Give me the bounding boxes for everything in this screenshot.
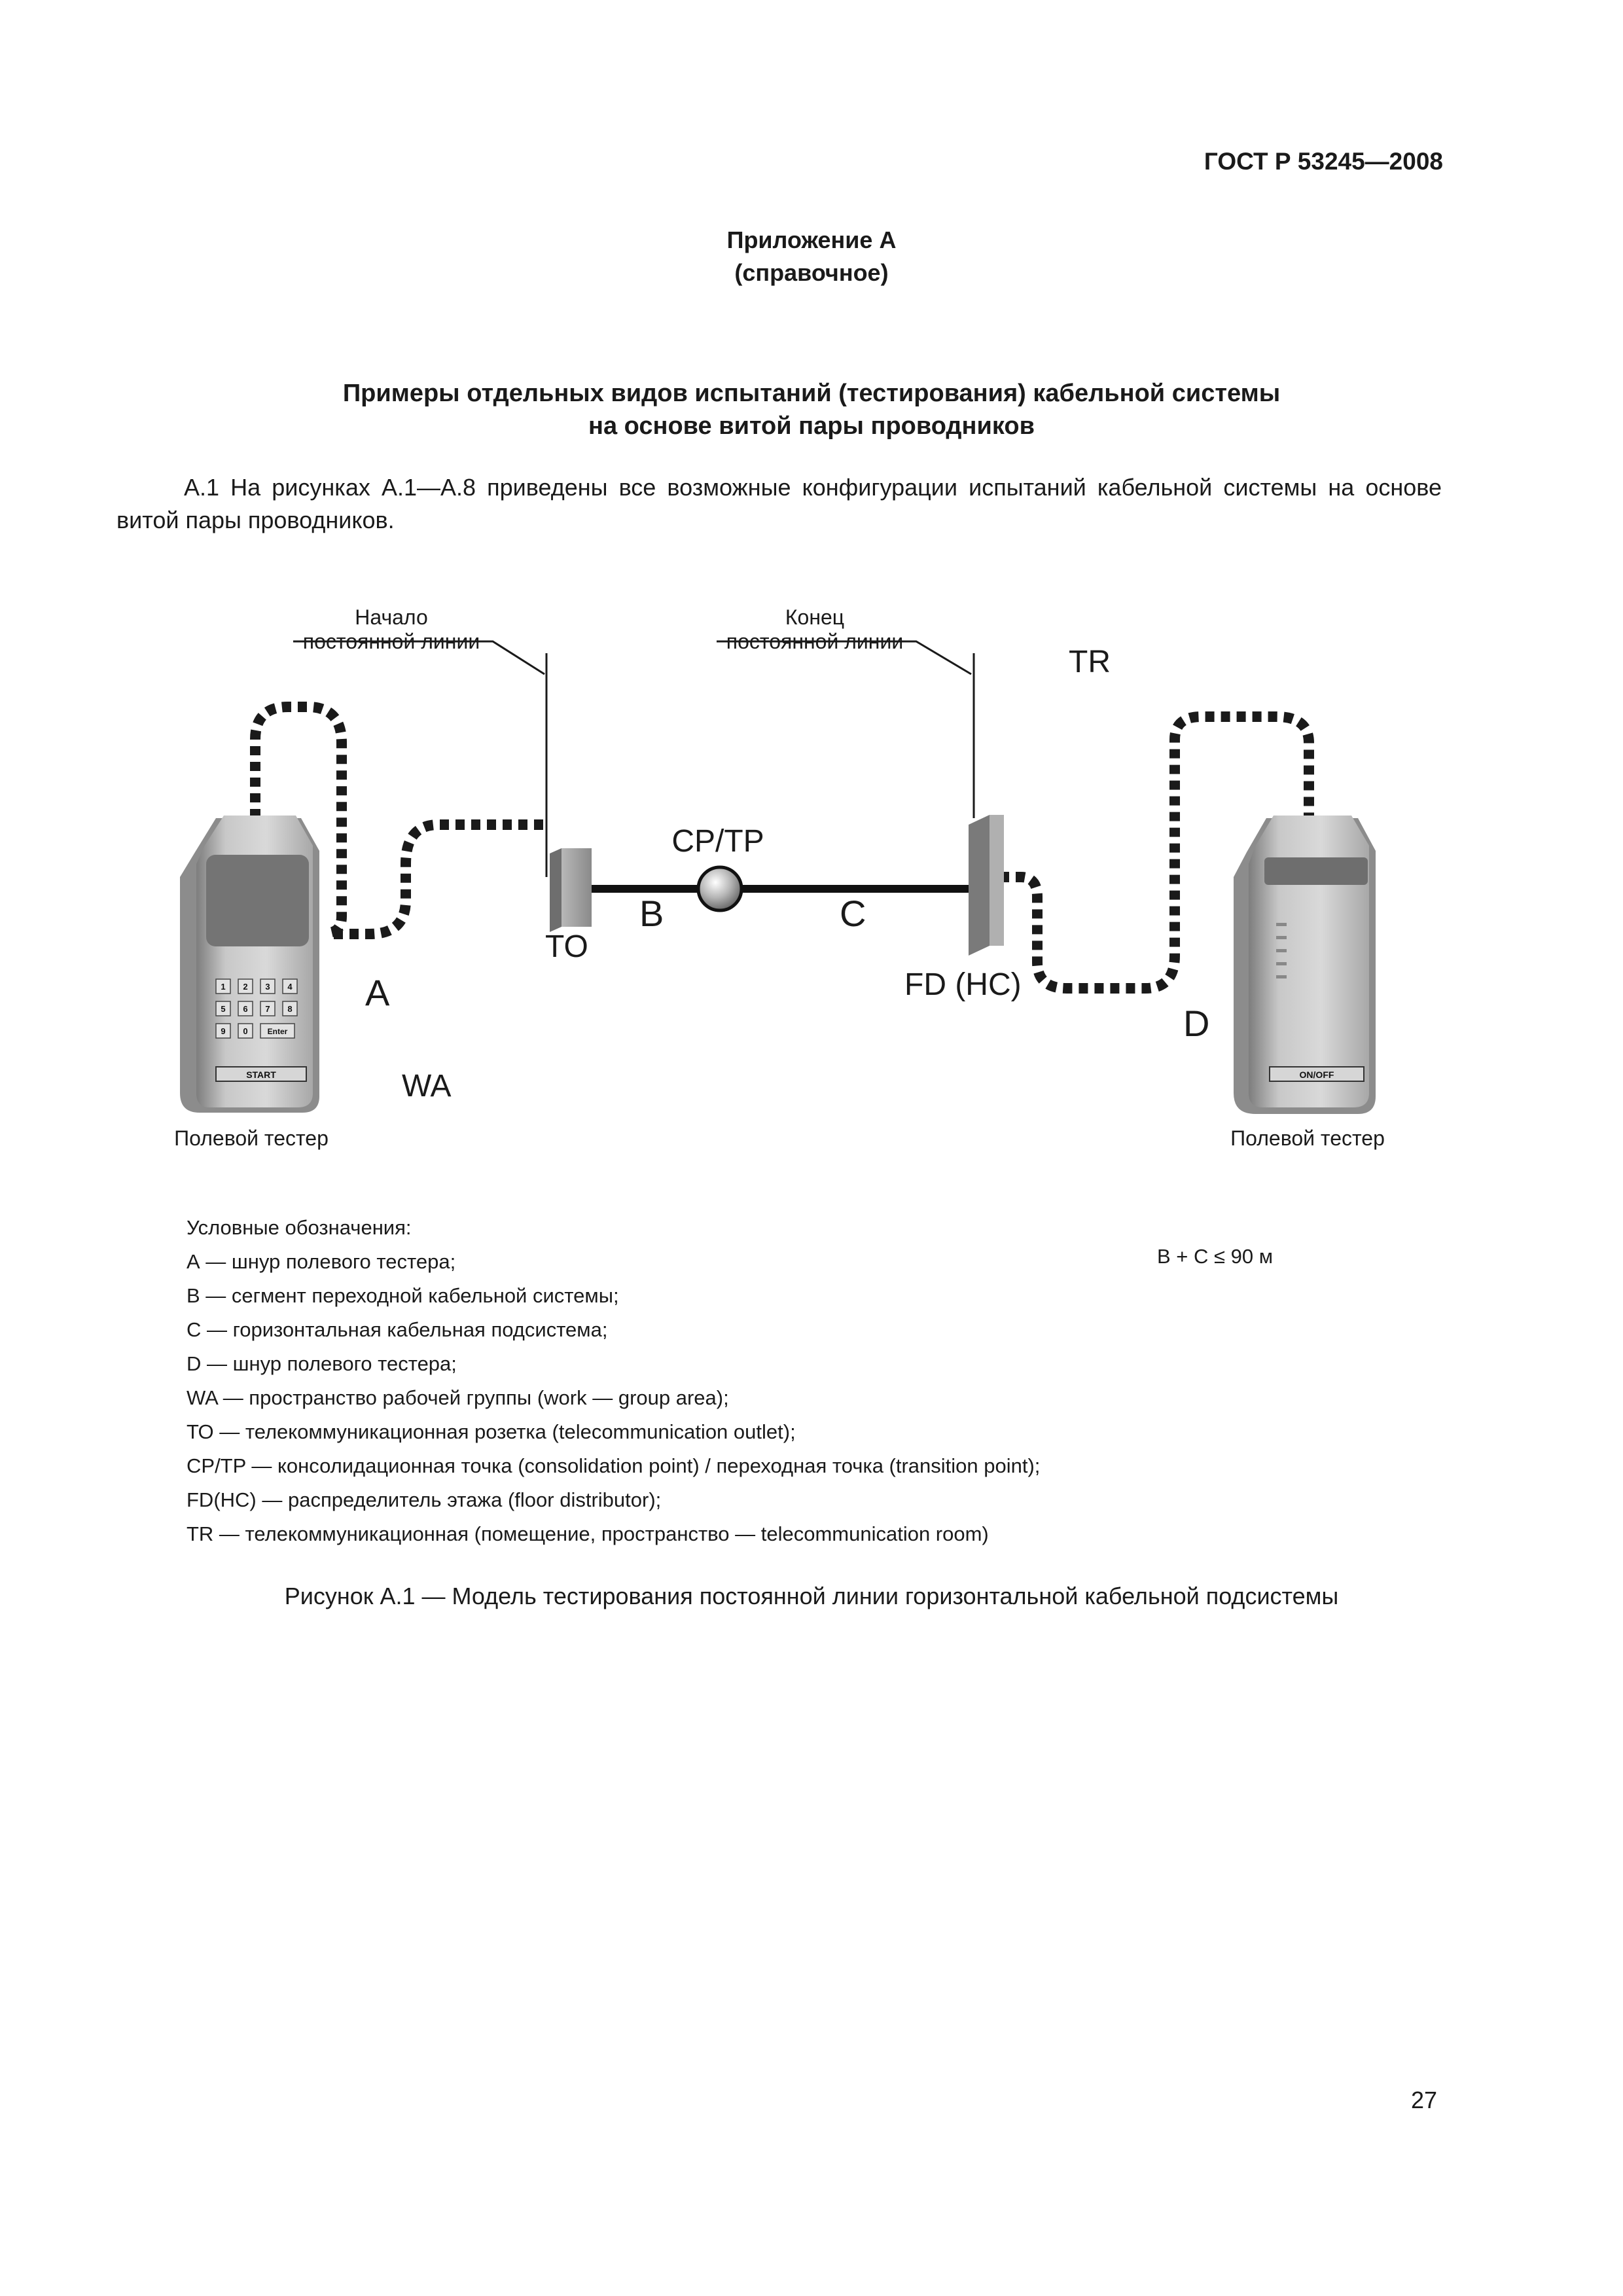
appendix-title: Приложение А — [726, 226, 897, 253]
legend-item: А — шнур полевого тестера; — [187, 1250, 456, 1273]
left-tester-start-label: START — [246, 1069, 276, 1080]
label-start-1: Начало — [355, 605, 428, 629]
keypad-key-label: 2 — [243, 982, 247, 992]
cord-d — [1000, 711, 1314, 994]
label-fd-hc: FD (HC) — [904, 967, 1022, 1002]
label-tr: TR — [1069, 645, 1111, 679]
label-cp-tp: CP/TP — [671, 824, 764, 859]
label-wa: WA — [402, 1069, 452, 1103]
legend-item: С — горизонтальная кабельная подсистема; — [187, 1318, 608, 1341]
cord-a-top — [250, 702, 347, 938]
right-tester-onoff-label: ON/OFF — [1300, 1069, 1334, 1080]
legend-item: ТО — телекоммуникационная розетка (telec… — [187, 1420, 796, 1443]
keypad-key-label: 7 — [265, 1004, 270, 1014]
legend-item: WA — пространство рабочей группы (work —… — [187, 1386, 729, 1409]
keypad-key — [260, 1023, 295, 1039]
label-right-tester: Полевой тестер — [1230, 1126, 1385, 1150]
section-heading-line1: Примеры отдельных видов испытаний (тести… — [342, 380, 1281, 407]
keypad-key — [238, 978, 253, 994]
keypad-key-label: 5 — [221, 1004, 225, 1014]
figure-caption: Рисунок А.1 — Модель тестирования постоя… — [284, 1583, 1339, 1609]
length-formula: B + C ≤ 90 м — [1157, 1245, 1274, 1268]
keypad-key-label: 6 — [243, 1004, 247, 1014]
legend-title: Условные обозначения: — [187, 1216, 412, 1239]
legend-item: В — сегмент переходной кабельной системы… — [187, 1284, 619, 1307]
keypad-key-label: 4 — [287, 982, 293, 992]
label-start-2: постоянной линии — [303, 630, 480, 653]
legend-item: D — шнур полевого тестера; — [187, 1352, 457, 1375]
legend-item: FD(HC) — распределитель этажа (floor dis… — [187, 1488, 662, 1511]
right-tester-screen — [1264, 857, 1368, 885]
keypad-key — [260, 978, 276, 994]
legend-item: TR — телекоммуникационная (помещение, пр… — [187, 1522, 989, 1545]
page-number: 27 — [1410, 2087, 1437, 2113]
label-c: C — [840, 893, 866, 934]
label-a: A — [365, 972, 390, 1013]
cp-tp-point — [696, 865, 743, 912]
section-heading-line2: на основе витой пары проводников — [588, 412, 1035, 440]
floor-distributor — [969, 815, 1004, 956]
keypad-key — [282, 978, 298, 994]
keypad-key-label: 3 — [265, 982, 270, 992]
keypad-key — [238, 1023, 253, 1039]
right-field-tester: ON/OFF — [1234, 816, 1376, 1114]
label-end-1: Конец — [785, 605, 844, 629]
keypad-key — [260, 1001, 276, 1016]
keypad-key — [282, 1001, 298, 1016]
keypad-key-label: 1 — [221, 982, 225, 992]
legend: Условные обозначения: А — шнур полевого … — [187, 1211, 1040, 1551]
keypad-key-label: 8 — [287, 1004, 292, 1014]
label-d: D — [1183, 1003, 1209, 1044]
left-field-tester: 1 2 3 4 5 6 7 8 9 0 Enter START — [180, 816, 319, 1113]
keypad-key — [238, 1001, 253, 1016]
standard-number: ГОСТ Р 53245—2008 — [1204, 148, 1443, 175]
label-to: TO — [545, 929, 588, 964]
keypad-key — [215, 978, 231, 994]
callout-start — [293, 640, 548, 877]
label-b: B — [639, 893, 664, 934]
telecom-outlet — [550, 848, 592, 932]
right-tester-onoff-button — [1269, 1066, 1364, 1082]
intro-paragraph: А.1 На рисунках А.1—А.8 приведены все во… — [116, 474, 1442, 533]
keypad-key-label: Enter — [268, 1027, 288, 1036]
keypad-key — [215, 1023, 231, 1039]
cord-a-bottom — [334, 819, 546, 939]
label-left-tester: Полевой тестер — [174, 1126, 329, 1150]
keypad-key-label: 9 — [221, 1026, 225, 1036]
keypad-key — [215, 1001, 231, 1016]
left-tester-screen — [206, 855, 309, 946]
left-tester-keypad: 1 2 3 4 5 6 7 8 9 0 Enter — [215, 978, 298, 1039]
callout-end — [717, 640, 975, 818]
keypad-key-label: 0 — [243, 1026, 247, 1036]
test-model-diagram: 1 2 3 4 5 6 7 8 9 0 Enter START ON/OFF Начало пост… — [174, 605, 1385, 1150]
appendix-note: (справочное) — [734, 259, 889, 286]
left-tester-start-button — [215, 1066, 307, 1082]
label-end-2: постоянной линии — [726, 630, 903, 653]
legend-item: CP/TP — консолидационная точка (consolid… — [187, 1454, 1041, 1477]
